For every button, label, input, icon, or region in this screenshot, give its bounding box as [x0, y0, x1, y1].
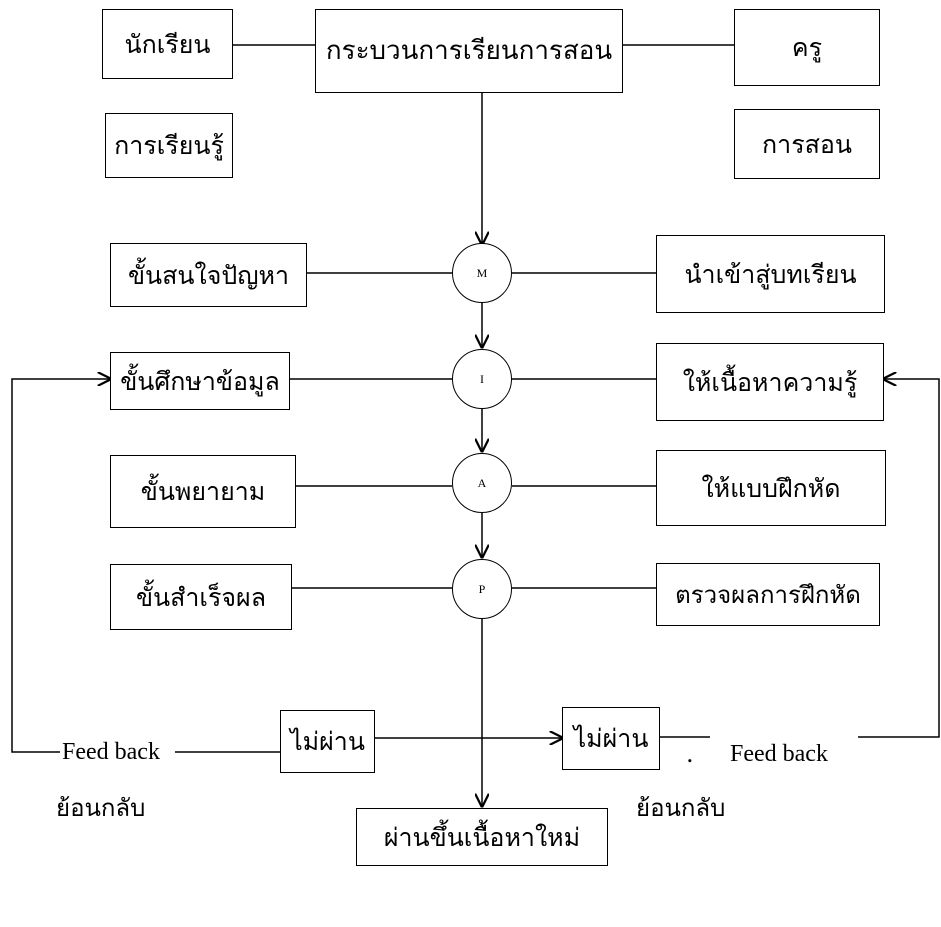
learning-box: การเรียนรู้ [105, 113, 233, 178]
process-box: กระบวนการเรียนการสอน [315, 9, 623, 93]
feedback-loop-right [858, 379, 940, 738]
return-right-label: ย้อนกลับ [636, 794, 726, 822]
stage-a-teacher-box: ให้แบบฝึกหัด [656, 450, 886, 526]
stage-i-student-box: ขั้นศึกษาข้อมูล [110, 352, 290, 410]
stage-i-circle: I [452, 349, 512, 409]
stage-p-teacher-box: ตรวจผลการฝึกหัด [656, 563, 880, 626]
fail-right-box: ไม่ผ่าน [562, 707, 660, 770]
stage-m-student-box: ขั้นสนใจปัญหา [110, 243, 307, 307]
fail-left-box: ไม่ผ่าน [280, 710, 375, 773]
stage-a-student-box: ขั้นพยายาม [110, 455, 296, 528]
feedback-loop-left [11, 379, 110, 753]
stage-p-student-box: ขั้นสำเร็จผล [110, 564, 292, 630]
dot-label: . [686, 740, 694, 768]
teaching-box: การสอน [734, 109, 880, 179]
feedback-right-label: Feed back [730, 741, 828, 767]
pass-box: ผ่านขึ้นเนื้อหาใหม่ [356, 808, 608, 866]
stage-a-circle: A [452, 453, 512, 513]
student-box: นักเรียน [102, 9, 233, 79]
stage-i-teacher-box: ให้เนื้อหาความรู้ [656, 343, 884, 421]
stage-p-circle: P [452, 559, 512, 619]
stage-m-teacher-box: นำเข้าสู่บทเรียน [656, 235, 885, 313]
teacher-box: ครู [734, 9, 880, 86]
feedback-left-label: Feed back [62, 739, 160, 765]
stage-m-circle: M [452, 243, 512, 303]
return-left-label: ย้อนกลับ [56, 794, 146, 822]
